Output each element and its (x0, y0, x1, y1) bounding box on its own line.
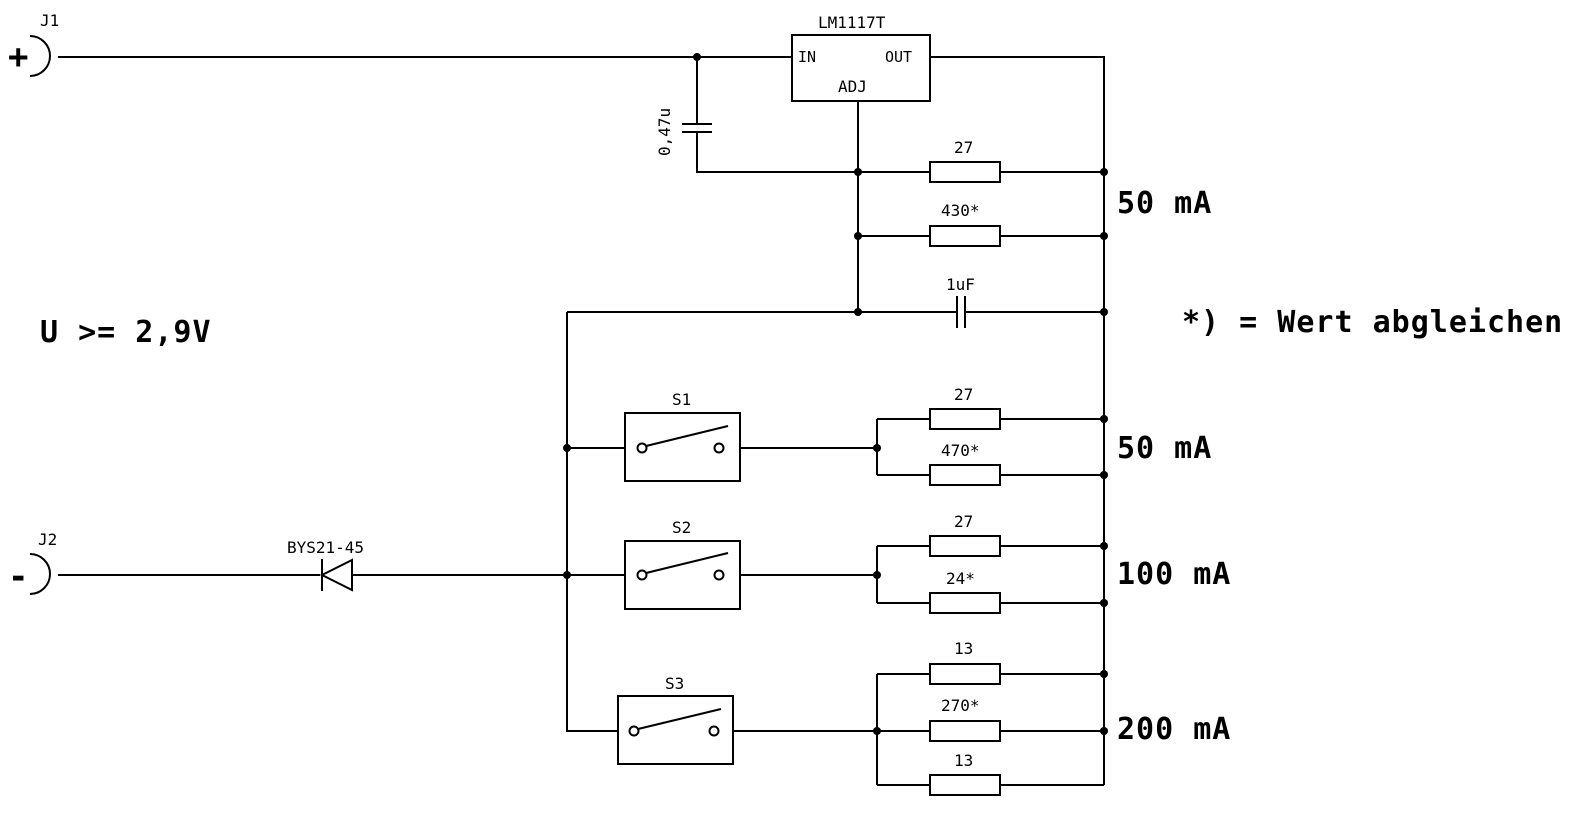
resistor-r3 (929, 408, 1001, 430)
diode-label: BYS21-45 (287, 538, 364, 557)
switch-s1: S1 (624, 390, 741, 482)
junction-dots (563, 53, 1108, 735)
j2-label: J2 (38, 530, 57, 549)
capacitor-c1: 0,47u (655, 108, 712, 156)
voltage-note: U >= 2,9V (40, 315, 212, 350)
j1-label: J1 (40, 11, 59, 30)
regulator-lm1117t: LM1117T IN OUT ADJ (791, 13, 931, 102)
resistor-r1-value: 27 (954, 138, 973, 157)
regulator-pin-adj: ADJ (838, 77, 867, 96)
resistor-r9-value: 13 (954, 751, 973, 770)
switch-s3-label: S3 (665, 674, 684, 693)
resistor-r5-value: 27 (954, 512, 973, 531)
j2-minus-sign: - (8, 557, 28, 597)
connector-j2: J2 - (8, 530, 57, 597)
current-label-4: 200 mA (1117, 712, 1231, 747)
resistor-r8-value: 270* (941, 696, 980, 715)
resistor-r9 (929, 774, 1001, 796)
resistors: 27 430* 27 470* 27 24* 13 270* 13 (929, 138, 1001, 796)
capacitor-c2: 1uF (946, 275, 975, 328)
resistor-r4 (929, 464, 1001, 486)
capacitor-c2-value: 1uF (946, 275, 975, 294)
resistor-r7 (929, 663, 1001, 685)
diode-bys21-45: BYS21-45 (287, 538, 364, 592)
switch-s2: S2 (624, 518, 741, 610)
resistor-r5 (929, 535, 1001, 557)
current-label-1: 50 mA (1117, 186, 1212, 221)
regulator-pin-out: OUT (885, 48, 912, 66)
switch-s3: S3 (617, 674, 734, 765)
regulator-pin-in: IN (798, 48, 816, 66)
resistor-r6-value: 24* (946, 569, 975, 588)
regulator-name: LM1117T (818, 13, 886, 32)
current-label-2: 50 mA (1117, 431, 1212, 466)
resistor-r1 (929, 161, 1001, 183)
resistor-r8 (929, 720, 1001, 742)
resistor-r2-value: 430* (941, 201, 980, 220)
footnote: *) = Wert abgleichen (1182, 305, 1563, 340)
resistor-r3-value: 27 (954, 385, 973, 404)
switch-s2-label: S2 (672, 518, 691, 537)
resistor-r6 (929, 592, 1001, 614)
connector-j1: J1 + (8, 11, 59, 77)
j1-plus-sign: + (8, 37, 28, 77)
capacitor-c1-value: 0,47u (655, 108, 674, 156)
resistor-r2 (929, 225, 1001, 247)
resistor-r7-value: 13 (954, 639, 973, 658)
current-labels: 50 mA 50 mA 100 mA 200 mA (1117, 186, 1231, 747)
switch-s1-label: S1 (672, 390, 691, 409)
current-label-3: 100 mA (1117, 557, 1231, 592)
resistor-r4-value: 470* (941, 441, 980, 460)
